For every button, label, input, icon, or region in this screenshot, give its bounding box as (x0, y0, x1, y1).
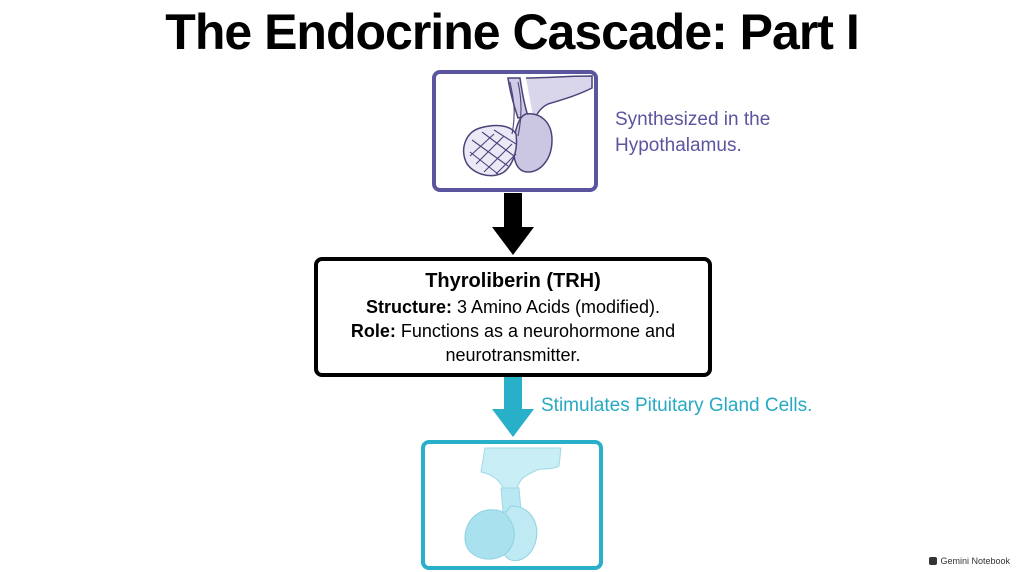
trh-structure-line: Structure: 3 Amino Acids (modified). (318, 295, 708, 319)
stimulates-caption: Stimulates Pituitary Gland Cells. (541, 395, 813, 416)
role-text-line1: Functions as a neurohormone and (395, 321, 676, 341)
watermark-text: Gemini Notebook (940, 556, 1010, 566)
notebook-logo-icon (929, 557, 938, 565)
arrow-down-black-icon (492, 193, 534, 255)
structure-text: 3 Amino Acids (modified). (451, 297, 661, 317)
structure-label: Structure: (365, 297, 452, 317)
hypothalamus-caption-line1: Synthesized in the (615, 109, 771, 130)
pituitary-gland-illustration (464, 447, 562, 562)
slide-title: The Endocrine Cascade: Part I (165, 4, 859, 60)
hypothalamus-caption-line2: Hypothalamus. (615, 135, 742, 156)
hypothalamus-caption: Synthesized in the Hypothalamus. (615, 107, 845, 159)
pituitary-image (421, 440, 603, 570)
watermark: Gemini Notebook (929, 556, 1010, 566)
hypothalamus-image (432, 70, 598, 192)
hypothalamus-pituitary-illustration (462, 75, 593, 177)
trh-title: Thyroliberin (TRH) (425, 270, 601, 292)
trh-role-line: Role: Functions as a neurohormone and (318, 319, 708, 343)
arrow-down-teal-icon (492, 377, 534, 437)
role-label: Role: (350, 321, 396, 341)
trh-role-line2: neurotransmitter. (445, 345, 581, 365)
trh-info-box: Thyroliberin (TRH) Structure: 3 Amino Ac… (314, 257, 712, 377)
